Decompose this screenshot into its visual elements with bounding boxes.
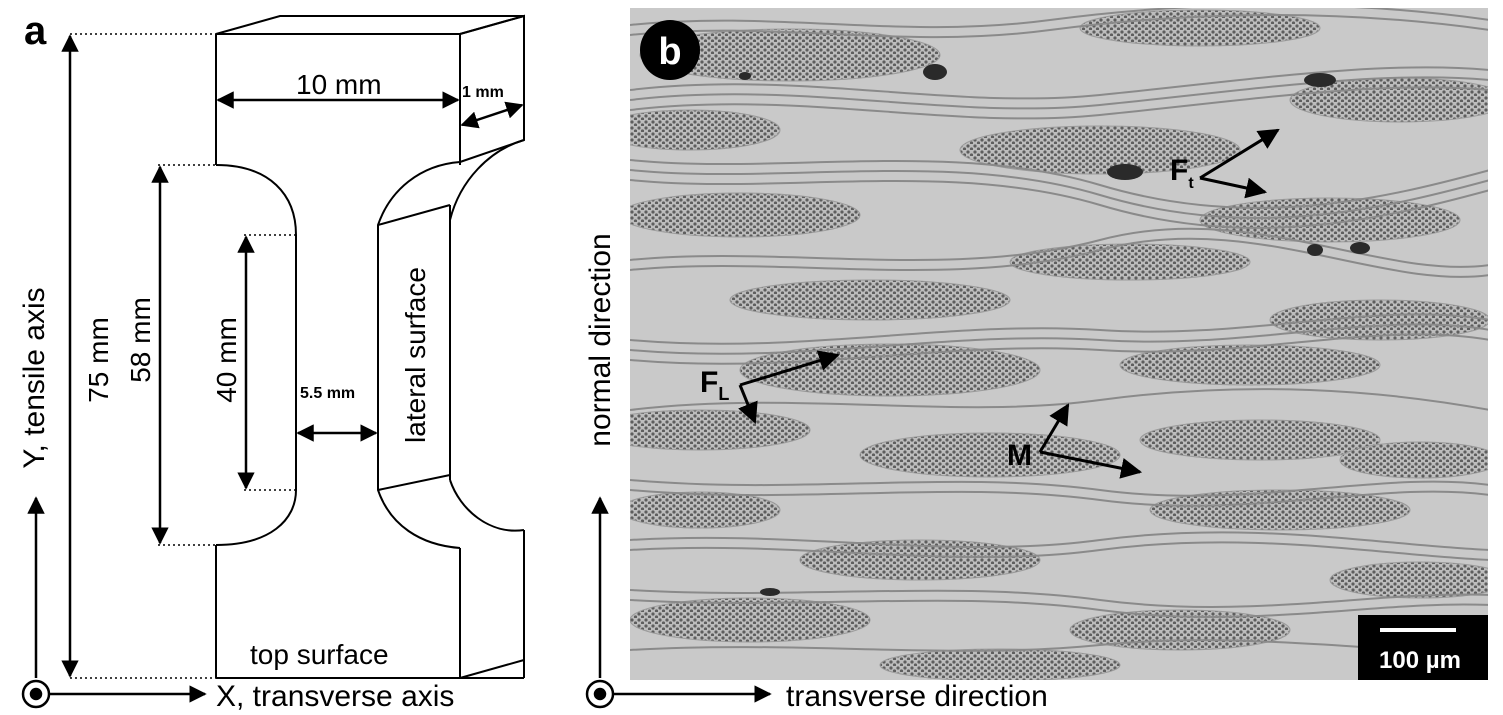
- scale-bar-label: 100 µm: [1379, 647, 1461, 674]
- fl-label: FL: [700, 366, 729, 404]
- x-axis-label-a: X, transverse axis: [216, 680, 454, 713]
- panel-b: b Ft FL M 100 µm: [584, 8, 1488, 713]
- pores: [739, 64, 1370, 596]
- ft-label-sub: t: [1188, 175, 1194, 192]
- top-surface-label: top surface: [250, 639, 389, 670]
- dim-gauge-length: 40 mm: [211, 317, 242, 403]
- y-axis-label-b: normal direction: [584, 233, 617, 446]
- dim-total-length: 75 mm: [83, 317, 114, 403]
- panel-b-badge: b: [640, 20, 700, 80]
- scale-bar: 100 µm: [1358, 615, 1488, 680]
- annotation-arrows: [738, 128, 1280, 479]
- fiber-bundles: [630, 9, 1488, 680]
- extension-lines: [70, 33, 296, 679]
- ft-label: Ft: [1170, 154, 1194, 192]
- fl-label-sub: L: [718, 384, 729, 404]
- dim-shoulder-length: 58 mm: [125, 297, 156, 383]
- dim-gauge-width: 5.5 mm: [300, 385, 355, 402]
- panel-a-axes: [21, 496, 207, 709]
- panel-b-axes: [585, 496, 772, 709]
- lateral-surface-label: lateral surface: [400, 267, 431, 443]
- ft-label-main: F: [1170, 154, 1188, 187]
- panel-a-label: a: [24, 9, 47, 53]
- micrograph: [630, 8, 1488, 680]
- weft-yarns: [630, 8, 1488, 652]
- dim-thickness: 1 mm: [462, 84, 504, 101]
- fl-label-main: F: [700, 366, 718, 399]
- specimen-drawing: [215, 14, 525, 679]
- x-axis-label-b: transverse direction: [786, 680, 1048, 713]
- dimension-arrows: [61, 34, 524, 678]
- y-axis-label-a: Y, tensile axis: [18, 287, 51, 468]
- m-label: M: [1007, 439, 1032, 472]
- panel-a: a: [18, 9, 525, 713]
- dim-width: 10 mm: [296, 69, 382, 100]
- panel-b-label: b: [658, 31, 681, 73]
